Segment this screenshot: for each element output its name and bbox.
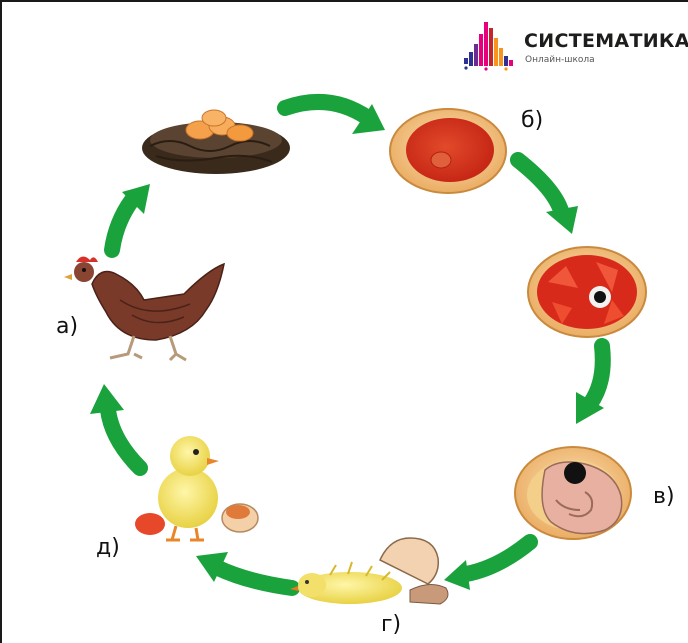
hen-illustration (64, 256, 224, 360)
stage-label-g: г) (381, 612, 401, 637)
stage-label-d: д) (96, 535, 120, 560)
arrow-mid-to-late-shaft (590, 346, 603, 404)
arrow-hen-to-nest-shaft (112, 200, 132, 250)
arrow-nest-to-egg-shaft (285, 102, 368, 118)
hatching-chick-illustration (290, 538, 448, 604)
egg-mid-illustration (528, 247, 646, 337)
stage-label-v: в) (653, 484, 675, 509)
arrow-egg-to-mid-shaft (518, 160, 562, 214)
arrow-late-to-hatch-shaft (466, 542, 530, 574)
arrow-hatch-to-chick-shaft (218, 568, 292, 588)
stage-label-b: б) (521, 108, 543, 133)
egg-early-illustration (390, 109, 506, 193)
egg-late-illustration (515, 447, 631, 539)
arrow-chick-to-hen-shaft (108, 410, 140, 468)
arrow-egg-to-mid-head (546, 206, 578, 234)
arrow-chick-to-hen-head (90, 384, 124, 414)
nest-eggs-illustration (142, 110, 290, 174)
chick-illustration (135, 436, 258, 540)
stage-label-a: а) (56, 314, 78, 339)
arrow-late-to-hatch-head (444, 560, 470, 590)
